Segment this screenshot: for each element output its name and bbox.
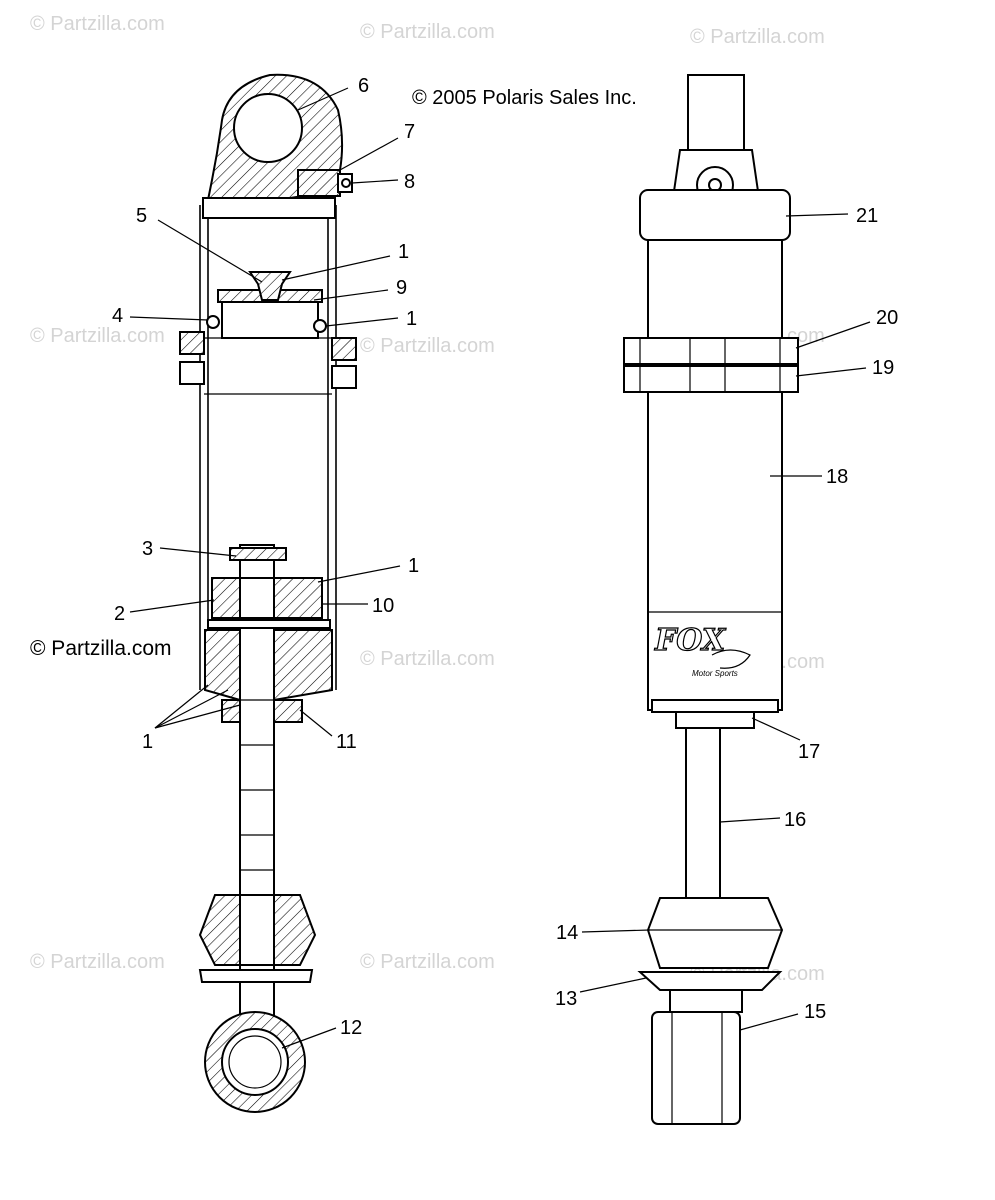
top-clevis xyxy=(687,74,745,151)
seal xyxy=(221,699,241,723)
piston-nut xyxy=(229,547,287,561)
callouts: 6 7 8 5 1 9 4 1 3 1 10 2 xyxy=(112,75,898,1049)
watermark: © Partzilla.com xyxy=(690,26,825,48)
seal xyxy=(273,699,303,723)
exterior-shock: FOX Motor Sports xyxy=(623,74,799,1125)
callout-1-mid: 1 xyxy=(406,308,417,330)
seal-cap xyxy=(675,711,755,729)
callout-8: 8 xyxy=(404,171,415,193)
lower-eyelet-bore xyxy=(221,1028,289,1096)
body-cap xyxy=(639,189,791,241)
watermark: © Partzilla.com xyxy=(360,335,495,357)
shaft-segment xyxy=(239,894,275,966)
collar-right-top xyxy=(331,337,357,361)
callout-18: 18 xyxy=(826,466,848,488)
lock-collar xyxy=(623,365,799,393)
callout-1-seals: 1 xyxy=(142,731,153,753)
fox-logo: FOX Motor Sports xyxy=(648,611,782,678)
collar-right-bottom xyxy=(331,365,357,389)
preload-collar xyxy=(623,337,799,365)
shim-stack xyxy=(207,619,331,629)
watermark: © Partzilla.com xyxy=(30,13,165,35)
copyright-text: © 2005 Polaris Sales Inc. xyxy=(412,87,637,109)
piston-bore xyxy=(239,577,275,619)
partzilla-label: © Partzilla.com xyxy=(30,637,172,660)
callout-21: 21 xyxy=(856,205,878,227)
lower-clevis xyxy=(651,1011,741,1125)
callout-16: 16 xyxy=(784,809,806,831)
callout-17: 17 xyxy=(798,741,820,763)
valve-core xyxy=(341,178,351,188)
callout-1-piston: 1 xyxy=(408,555,419,577)
watermark: © Partzilla.com xyxy=(30,325,165,347)
valve-body xyxy=(297,169,341,197)
callout-6: 6 xyxy=(358,75,369,97)
logo-subtext: Motor Sports xyxy=(692,669,738,678)
seal-head-right xyxy=(273,629,333,702)
callout-5: 5 xyxy=(136,205,147,227)
eyelet-bore xyxy=(233,93,303,163)
floating-piston xyxy=(221,301,319,339)
seal-head-left xyxy=(204,629,241,702)
callout-1-top: 1 xyxy=(398,241,409,263)
bumper-cup xyxy=(198,969,314,983)
callout-11: 11 xyxy=(336,731,357,753)
fill-valve xyxy=(248,271,292,301)
lower-clevis-neck xyxy=(669,989,743,1013)
callout-10: 10 xyxy=(372,595,394,617)
shaft xyxy=(685,727,721,899)
watermark: © Partzilla.com xyxy=(360,648,495,670)
body-cap xyxy=(202,197,336,219)
o-ring xyxy=(313,319,327,333)
callout-9: 9 xyxy=(396,277,407,299)
callout-4: 4 xyxy=(112,305,123,327)
cutaway-shock xyxy=(179,73,357,1113)
callout-2: 2 xyxy=(114,603,125,625)
collar-left-top xyxy=(179,331,205,355)
bumper xyxy=(646,897,784,969)
callout-7: 7 xyxy=(404,121,415,143)
callout-19: 19 xyxy=(872,357,894,379)
o-ring xyxy=(206,315,220,329)
callout-12: 12 xyxy=(340,1017,362,1039)
watermark: © Partzilla.com xyxy=(30,951,165,973)
logo-swoosh xyxy=(711,649,751,669)
bumper-cup xyxy=(637,971,783,991)
callout-13: 13 xyxy=(555,988,577,1010)
callout-15: 15 xyxy=(804,1001,826,1023)
logo-text: FOX xyxy=(654,623,727,658)
callout-20: 20 xyxy=(876,307,898,329)
callout-3: 3 xyxy=(142,538,153,560)
shock-body xyxy=(647,239,783,711)
watermark: © Partzilla.com xyxy=(360,21,495,43)
watermark: © Partzilla.com xyxy=(360,951,495,973)
body-bottom xyxy=(651,699,779,713)
callout-14: 14 xyxy=(556,922,578,944)
lower-bushing xyxy=(228,1035,282,1089)
collar-left-bottom xyxy=(179,361,205,385)
